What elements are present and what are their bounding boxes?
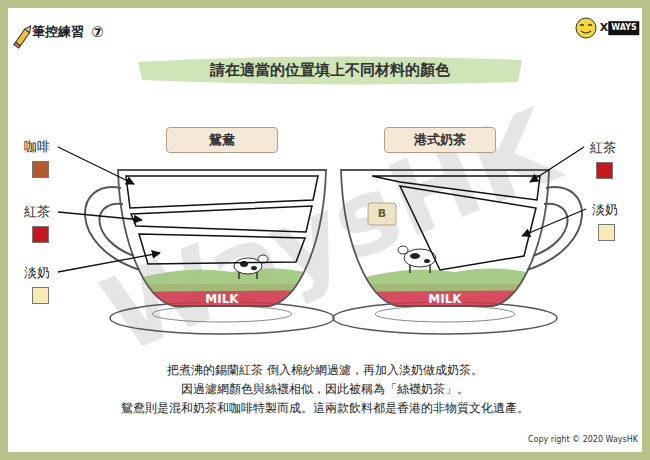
color-swatch [32,226,49,243]
material-label: 紅茶 [24,203,50,221]
material-label: 咖啡 [24,138,50,156]
cup-body [118,170,326,306]
material-label: 紅茶 [590,139,616,157]
logo-wordmark: WAYS [608,21,639,35]
color-swatch [596,162,613,179]
milk-can-illustration [100,255,350,314]
milk-can-illustration [323,203,573,314]
copyright-note: Copy right © 2020 WaysHK [528,435,638,445]
color-swatch [32,287,49,304]
can-label: MILK [428,292,461,306]
legend-entry: 紅茶 [590,139,616,179]
cup-handle [85,187,582,270]
color-swatch [598,224,615,241]
can-label: MILK [205,292,238,306]
cup-body [341,170,549,306]
color-swatch [32,161,49,178]
legend-entry: 淡奶 [592,201,618,241]
exercise-number: ⑦ [91,23,104,41]
material-label: 淡奶 [592,201,618,219]
legend-entry: 咖啡 [24,138,50,178]
legend-entry: 紅茶 [24,203,50,243]
leader-line [58,147,586,272]
drink-name: 鴛鴦 [167,131,277,149]
pencil-icon [14,24,33,48]
sheet [8,8,642,452]
material-label: 淡奶 [24,264,50,282]
drink-name: 港式奶茶 [385,131,495,149]
legend-entry: 淡奶 [24,264,50,304]
logo-cross: X [600,21,608,34]
logo-smiley [576,18,596,38]
drink-label-box: 港式奶茶 [384,127,496,153]
caption-line: 把煮沸的錫蘭紅茶 倒入棉紗網過濾，再加入淡奶做成奶茶。 [167,364,483,378]
title-brush [138,56,522,84]
caption-line: 鴛鴦則是混和奶茶和咖啡特製而成。這兩款飲料都是香港的非物質文化遺產。 [121,402,529,416]
can-brand-letter: B [378,207,386,220]
fill-region [126,176,540,270]
worksheet-heading: 筆控練習 [32,24,84,40]
caption-line: 因過濾網顏色與絲襪相似，因此被稱為「絲襪奶茶」。 [181,383,469,397]
worksheet-title: 請在適當的位置填上不同材料的顏色 [210,61,450,79]
drink-label-box: 鴛鴦 [166,127,278,153]
